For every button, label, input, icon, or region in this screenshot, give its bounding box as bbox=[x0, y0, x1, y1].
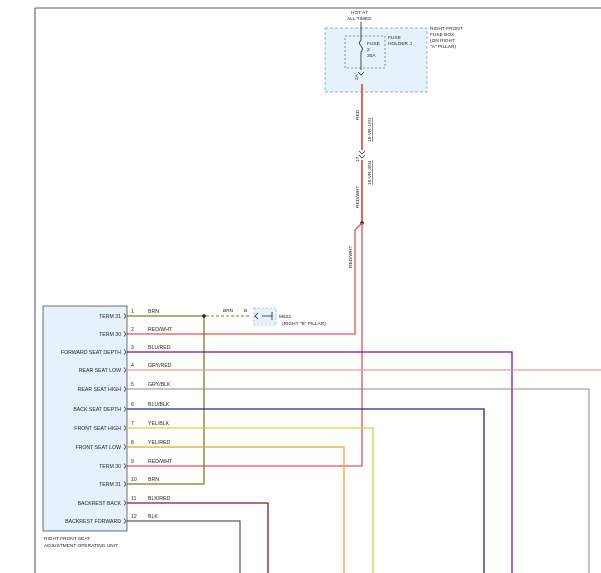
blk-wire bbox=[127, 520, 241, 573]
fuse-pin-label: 2A bbox=[354, 73, 360, 80]
terminal-pin-number: 9 bbox=[131, 459, 134, 465]
terminal-pin-number: 2 bbox=[131, 327, 134, 333]
terminal-label: BACK SEAT DEPTH bbox=[73, 407, 121, 413]
blu-red-wire bbox=[127, 351, 513, 573]
fuse-box-label-4: "A" PILLAR) bbox=[430, 44, 456, 50]
fuse-label-1: FUSE bbox=[367, 41, 380, 47]
terminal-label: BACKREST FORWARD bbox=[65, 519, 121, 525]
ground-name: M522 bbox=[279, 314, 291, 320]
terminal-pin-connector bbox=[123, 386, 126, 392]
terminal-wire-color: BRN bbox=[148, 477, 159, 483]
fuse-box-label-2: FUSE BOX bbox=[430, 32, 455, 38]
terminal-label: REAR SEAT LOW bbox=[79, 368, 121, 374]
yel-red-wire bbox=[127, 446, 345, 573]
ground-splice-node bbox=[202, 314, 206, 318]
terminal-pin-number: 6 bbox=[131, 402, 134, 408]
terminal-pin-number: 10 bbox=[131, 477, 137, 483]
ground-location: (RIGHT "B" PILLAR) bbox=[282, 321, 326, 327]
terminal-wire-color: YEL/RED bbox=[148, 440, 170, 446]
ground-wire-label: BRN bbox=[223, 308, 234, 314]
red-wht-term9-wire bbox=[127, 223, 363, 467]
fuse-box-label-3: (ON RIGHT bbox=[430, 38, 455, 44]
terminal-pin-connector bbox=[123, 349, 126, 355]
terminal-label: TERM 31 bbox=[99, 314, 121, 320]
terminal-wire-color: YEL/BLK bbox=[148, 421, 170, 427]
operating-unit-box bbox=[42, 305, 128, 532]
terminal-pin-number: 7 bbox=[131, 421, 134, 427]
terminal-label: REAR SEAT HIGH bbox=[78, 387, 122, 393]
terminal-pin-number: 1 bbox=[131, 309, 134, 315]
terminal-pin-number: 5 bbox=[131, 382, 134, 388]
ground-symbol bbox=[254, 312, 273, 320]
terminal-pin-connector bbox=[123, 406, 126, 412]
fuse-holder bbox=[344, 35, 386, 69]
terminal-label: FORWARD SEAT DEPTH bbox=[61, 350, 121, 356]
terminal-pin-number: 3 bbox=[131, 345, 134, 351]
unit-name-line1: RIGHT FRONT SEAT bbox=[44, 536, 90, 542]
terminal-label: TERM 31 bbox=[99, 482, 121, 488]
red-wht-term2-wire bbox=[127, 222, 363, 335]
ground-pin-label: B bbox=[244, 308, 247, 314]
terminal-label: TERM 30 bbox=[99, 332, 121, 338]
wire-code-bottom: 15-VR-3/04 bbox=[367, 160, 373, 185]
terminal-wire-color: GRY/RED bbox=[148, 363, 172, 369]
holder-label-1: FUSE bbox=[388, 35, 401, 41]
terminal-pin-connector bbox=[123, 444, 126, 450]
terminal-wire-color: BLU/BLK bbox=[148, 402, 170, 408]
terminal-pin-connector bbox=[123, 331, 126, 337]
fuse-symbol bbox=[359, 39, 363, 53]
splice-number: 17 bbox=[355, 156, 361, 162]
terminal-pin-number: 12 bbox=[131, 514, 137, 520]
terminal-label: BACKREST BACK bbox=[78, 501, 122, 507]
terminal-wire-color: GRY/BLK bbox=[148, 382, 171, 388]
wire-code-top: 15-VR-1/01 bbox=[367, 117, 373, 142]
yel-blk-wire bbox=[127, 427, 374, 573]
terminal-pin-connector bbox=[123, 313, 126, 319]
fuse-label-3: 30A bbox=[367, 53, 376, 59]
terminal-pin-number: 11 bbox=[131, 496, 136, 502]
terminal-label: TERM 30 bbox=[99, 464, 121, 470]
all-times-label: ALL TIMES bbox=[347, 16, 371, 22]
wire-color-red-wht-branch: RED/WHT bbox=[348, 246, 354, 268]
terminal-pin-connector bbox=[123, 367, 126, 373]
terminal-pin-connector bbox=[123, 500, 126, 506]
terminal-label: FRONT SEAT HIGH bbox=[74, 426, 121, 432]
holder-label-2: HOLDER J bbox=[388, 41, 412, 47]
terminal-pin-connector bbox=[123, 425, 126, 431]
blk-red-wire bbox=[127, 502, 269, 573]
unit-name-line2: ADJUSTMENT OPERATING UNIT bbox=[44, 543, 118, 549]
terminal-wire-color: BLU/RED bbox=[148, 345, 171, 351]
terminal-label: FRONT SEAT LOW bbox=[75, 445, 121, 451]
terminal-wire-color: BRN bbox=[148, 309, 159, 315]
terminal-pin-connector bbox=[123, 481, 126, 487]
terminal-wire-color: BLK bbox=[148, 514, 158, 520]
blu-blk-wire bbox=[127, 408, 485, 573]
terminal-wire-color: BLK/RED bbox=[148, 496, 170, 502]
terminal-pin-connector bbox=[123, 463, 126, 469]
brn-wire-term10 bbox=[127, 316, 205, 485]
splice-connector bbox=[358, 150, 366, 159]
wire-color-red: RED bbox=[355, 109, 361, 120]
terminal-wire-color: RED/WHT bbox=[148, 459, 173, 465]
terminal-pin-number: 4 bbox=[131, 363, 134, 369]
gry-blk-wire bbox=[127, 388, 590, 573]
fuse-box bbox=[324, 27, 428, 93]
ground-point-box bbox=[253, 307, 277, 326]
fuse-label-2: 2 bbox=[367, 47, 370, 53]
terminal-pin-connector bbox=[123, 518, 126, 524]
fuse-connector bbox=[357, 71, 365, 76]
hot-at-label: HOT AT bbox=[351, 10, 368, 16]
wire-color-red-wht: RED/WHT bbox=[355, 186, 361, 208]
terminal-wire-color: RED/WHT bbox=[148, 327, 173, 333]
fuse-box-label-1: RIGHT FRONT bbox=[430, 26, 463, 32]
terminal-pin-number: 8 bbox=[131, 440, 134, 446]
